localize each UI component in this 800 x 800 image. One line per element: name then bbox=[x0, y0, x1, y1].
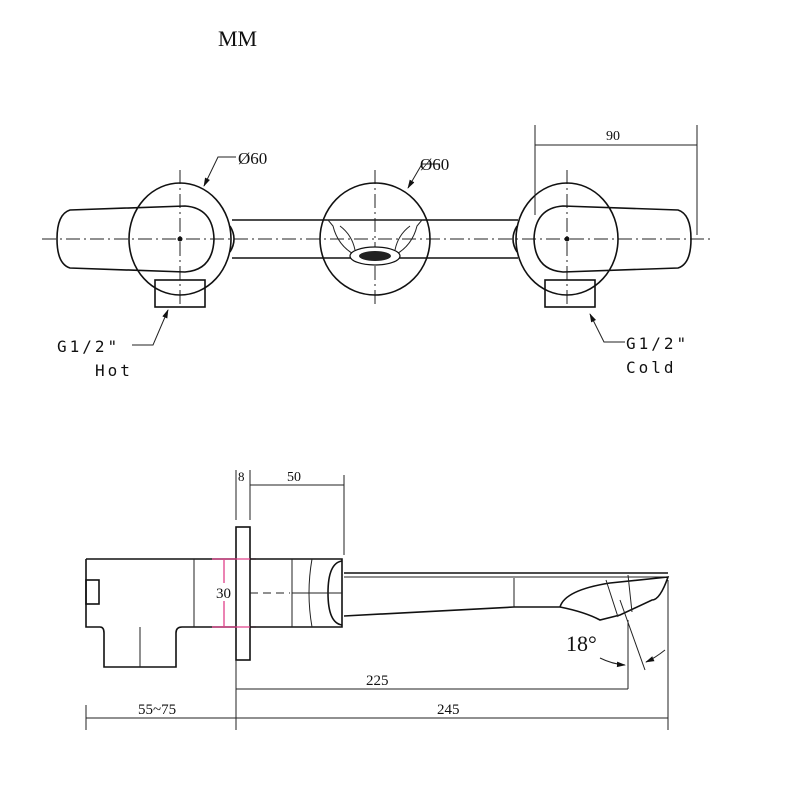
wall-plate bbox=[235, 526, 251, 661]
hot-handle bbox=[56, 205, 215, 273]
diameter-leader-left bbox=[203, 156, 236, 187]
cold-valve bbox=[512, 182, 692, 308]
spout-rosette bbox=[319, 182, 431, 296]
spout-bottom bbox=[343, 606, 515, 617]
hot-valve bbox=[56, 182, 235, 308]
hot-label: Hot bbox=[95, 361, 133, 380]
top-view: Ø60 Ø60 90 G1/2" Hot G1/2" Cold bbox=[42, 125, 712, 380]
cold-handle bbox=[533, 205, 692, 273]
valve-body bbox=[85, 558, 236, 668]
drawing-line bbox=[605, 574, 633, 618]
cold-label: Cold bbox=[626, 358, 677, 377]
hot-center-mark bbox=[177, 236, 183, 242]
cold-inlet-leader bbox=[589, 313, 625, 343]
dim-30-label: 30 bbox=[216, 586, 231, 602]
spout-rosette-group bbox=[319, 182, 431, 296]
units-label: MM bbox=[218, 26, 257, 51]
angle-label: 18° bbox=[566, 631, 597, 656]
drawing-line bbox=[215, 583, 235, 601]
spout-tip bbox=[514, 576, 670, 621]
drawing-line bbox=[645, 649, 666, 663]
diameter-label-left: Ø60 bbox=[238, 149, 267, 168]
dim-90-label: 90 bbox=[606, 129, 620, 144]
angle-line bbox=[619, 599, 646, 671]
hot-thread-label: G1/2" bbox=[57, 337, 120, 356]
drawing-line bbox=[599, 657, 626, 668]
dim-8-label: 8 bbox=[238, 469, 245, 484]
cold-thread-label: G1/2" bbox=[626, 334, 689, 353]
diameter-label-spout: Ø60 bbox=[420, 155, 449, 174]
hot-inlet-block bbox=[154, 279, 206, 308]
cold-inlet-block bbox=[544, 279, 596, 308]
aerator-core bbox=[359, 251, 391, 261]
hot-rosette bbox=[128, 182, 232, 296]
hot-inlet-leader bbox=[132, 309, 169, 346]
dim-225-label: 225 bbox=[366, 673, 389, 689]
cold-rosette bbox=[515, 182, 619, 296]
drawing-line bbox=[339, 225, 411, 251]
drawing-line bbox=[512, 225, 518, 253]
diameter-leader-spout bbox=[407, 163, 440, 189]
body-port bbox=[85, 579, 100, 605]
dim-245-label: 245 bbox=[437, 702, 460, 718]
dim-50-label: 50 bbox=[287, 470, 301, 485]
hot-rosette-edge bbox=[229, 225, 235, 253]
cold-center-mark bbox=[564, 236, 570, 242]
dim-wall-depth-label: 55~75 bbox=[138, 702, 176, 718]
side-view: 30 18° 8 50 225 55~75 bbox=[85, 469, 670, 730]
